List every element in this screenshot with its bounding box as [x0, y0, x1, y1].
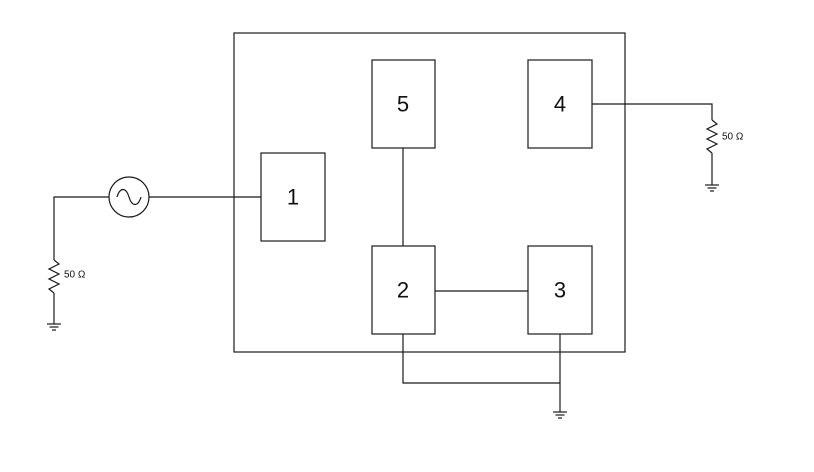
block-3-label: 3	[554, 278, 566, 303]
block-3-rect	[527, 245, 593, 335]
block-1: 1	[260, 152, 326, 242]
source-resistor-label: 50 Ω	[64, 270, 86, 281]
block-4-label: 4	[554, 92, 566, 117]
ground-icon	[705, 184, 719, 192]
ground-icon	[553, 411, 567, 419]
wire-2-to-ground-bus	[402, 334, 560, 384]
source-resistor-icon	[47, 259, 61, 294]
block-4-rect	[527, 59, 593, 149]
block-5-rect	[371, 59, 436, 149]
wire-4-to-load	[592, 103, 713, 120]
load-resistor-icon	[705, 119, 719, 154]
load-resistor-label: 50 Ω	[722, 132, 744, 143]
ground-icon	[47, 323, 61, 331]
ac-source-icon	[108, 176, 150, 218]
block-1-label: 1	[287, 185, 299, 210]
wire-source-to-resistor	[53, 196, 109, 260]
block-4: 4	[527, 59, 593, 149]
block-2: 2	[371, 245, 436, 335]
block-5-label: 5	[397, 92, 409, 117]
block-3: 3	[527, 245, 593, 335]
block-2-label: 2	[397, 278, 409, 303]
block-5: 5	[371, 59, 436, 149]
block-1-rect	[260, 152, 326, 242]
